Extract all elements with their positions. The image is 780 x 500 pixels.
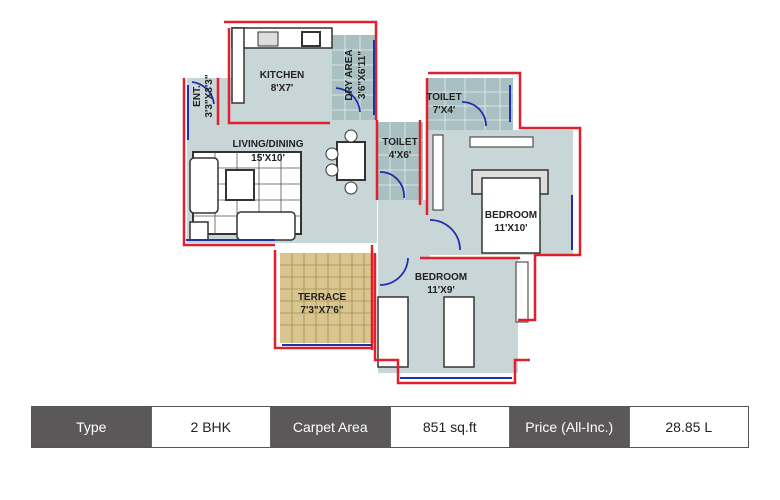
terrace-tiles bbox=[280, 253, 375, 343]
door-swings bbox=[191, 81, 487, 286]
bedroom-1-size: 11'X10' bbox=[494, 223, 527, 234]
carpet-area-label: Carpet Area bbox=[271, 407, 391, 447]
living-dining-size: 15'X10' bbox=[251, 153, 285, 164]
toilet-2-size: 4'X6' bbox=[389, 150, 412, 161]
floor-plan: KITCHEN 8'X7' DRY AREA 3'6"X6'11" ENT. 3… bbox=[182, 20, 582, 385]
specs-table: Type 2 BHK Carpet Area 851 sq.ft Price (… bbox=[31, 406, 749, 448]
kitchen-label: KITCHEN bbox=[260, 70, 304, 81]
entrance-size: 3'3"X3'3" bbox=[204, 74, 215, 117]
type-label: Type bbox=[32, 407, 152, 447]
windows bbox=[186, 40, 573, 379]
bedroom-2-size: 11'X9' bbox=[427, 285, 455, 296]
price-label: Price (All-Inc.) bbox=[510, 407, 630, 447]
master-bed bbox=[469, 136, 549, 254]
terrace-label: TERRACE bbox=[298, 292, 347, 303]
type-value: 2 BHK bbox=[151, 407, 271, 447]
room-labels: KITCHEN 8'X7' DRY AREA 3'6"X6'11" ENT. 3… bbox=[192, 49, 537, 316]
twin-beds bbox=[377, 134, 529, 368]
toilet-1-label: TOILET bbox=[426, 92, 461, 103]
toilet-2-label: TOILET bbox=[382, 137, 417, 148]
price-value: 28.85 L bbox=[629, 407, 748, 447]
entrance-label: ENT. bbox=[192, 85, 203, 107]
bedroom-1-label: BEDROOM bbox=[485, 210, 537, 221]
dry-area-label: DRY AREA bbox=[344, 49, 355, 100]
terrace-size: 7'3"X7'6" bbox=[300, 305, 343, 316]
dry-area-size: 3'6"X6'11" bbox=[357, 51, 368, 99]
living-dining-label: LIVING/DINING bbox=[232, 139, 303, 150]
bedroom-2-label: BEDROOM bbox=[415, 272, 467, 283]
toilet-1-size: 7'X4' bbox=[433, 105, 456, 116]
wet-area-tiles bbox=[332, 35, 513, 200]
walls bbox=[182, 20, 582, 385]
kitchen-counter bbox=[231, 27, 333, 104]
carpet-area-value: 851 sq.ft bbox=[390, 407, 510, 447]
living-rug bbox=[189, 151, 302, 241]
kitchen-size: 8'X7' bbox=[271, 83, 294, 94]
dining-table bbox=[325, 129, 366, 195]
